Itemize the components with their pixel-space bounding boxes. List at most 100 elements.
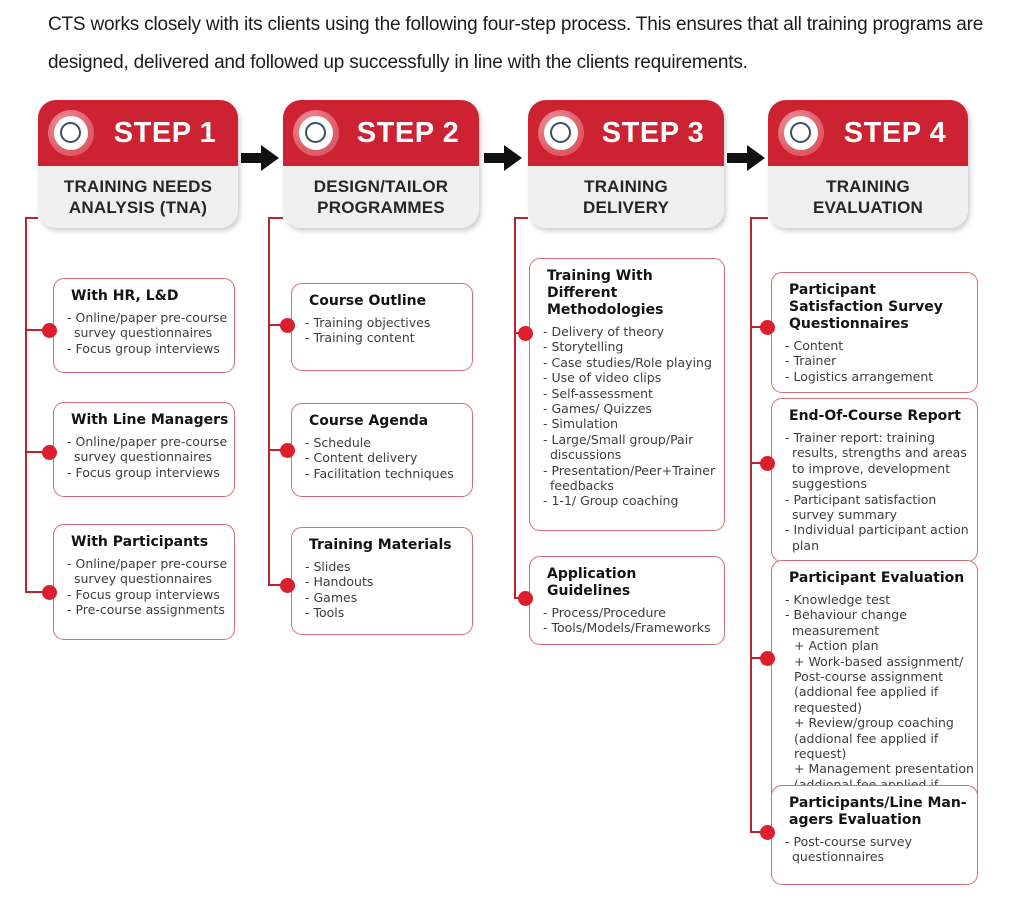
connector-branch: [268, 584, 287, 586]
step-header-red-band: STEP 3: [528, 100, 724, 166]
target-circle-icon-ring: [790, 122, 811, 143]
info-box-item: - Facilitation techniques: [305, 465, 454, 481]
connector-branch: [750, 326, 767, 328]
connector-dot: [280, 318, 295, 333]
step-label: STEP 3: [601, 116, 705, 149]
info-box-item: - Handouts: [305, 574, 374, 590]
connector-dot: [42, 445, 57, 460]
connector-branch: [25, 329, 49, 331]
connector-line: [514, 217, 516, 599]
connector-branch: [268, 324, 287, 326]
info-box-title: Application Guidelines: [547, 566, 637, 599]
info-box: Application Guidelines- Process/Procedur…: [529, 556, 725, 645]
connector-branch: [750, 657, 767, 659]
info-box-item: - Trainer: [785, 353, 837, 369]
connector-dot: [518, 591, 533, 606]
flow-arrow-icon: [241, 145, 281, 171]
info-box-item: - Content delivery: [305, 450, 418, 466]
flow-arrow-icon: [484, 145, 524, 171]
step-header-red-band: STEP 1: [38, 100, 238, 166]
info-box-item: - Large/Small group/Pair discussions: [543, 431, 694, 463]
connector-dot: [760, 825, 775, 840]
connector-dot: [760, 651, 775, 666]
info-box-item: - Pre-course assignments: [67, 602, 225, 618]
info-box-item: - Presentation/Peer+Trainer feedbacks: [543, 462, 716, 494]
step-title: TRAINING DELIVERY: [528, 166, 724, 228]
info-box-item: - Tools: [305, 605, 345, 621]
info-box-item: - Online/paper pre-course survey questio…: [67, 310, 228, 341]
flow-arrow-head: [261, 145, 279, 171]
info-box: End-Of-Course Report - Trainer report: tr…: [771, 398, 978, 563]
connector-branch: [750, 462, 767, 464]
info-box-item: - Focus group interviews: [67, 340, 220, 356]
connector-branch: [25, 451, 49, 453]
info-box: Participant Evaluation- Knowledge test- …: [771, 560, 978, 817]
info-box: Participant Satisfaction Survey Question…: [771, 272, 978, 394]
connector-line: [25, 217, 27, 593]
flow-arrow-stem: [484, 153, 504, 163]
info-box-title: Course Outline: [309, 293, 427, 309]
connector-dot: [760, 456, 775, 471]
info-box-item: - Training objectives: [305, 315, 431, 330]
info-box-title: Participants/Line Man-agers Evaluation: [789, 795, 967, 828]
info-box: With Line Managers - Online/paper pre-cou…: [53, 402, 235, 497]
info-box-item: + Work-based assignment/ Post-course ass…: [794, 653, 964, 715]
info-box-item: - Online/paper pre-course survey questio…: [67, 434, 228, 465]
info-box-title: With Participants: [71, 534, 209, 550]
info-box-title: End-Of-Course Report: [789, 408, 961, 424]
info-box-title: With Line Managers: [71, 412, 229, 428]
connector-line: [268, 217, 270, 586]
info-box-item: - Behaviour change measurement: [785, 607, 907, 638]
connector-dot: [280, 578, 295, 593]
target-circle-icon-ring: [550, 122, 571, 143]
info-box-item: - Participant satisfaction survey summar…: [785, 491, 937, 523]
info-box-item: - Content: [785, 338, 844, 353]
target-circle-icon: [538, 110, 584, 156]
info-box-title: With HR, L&D: [71, 288, 179, 304]
info-box-item: - Trainer report: training results, stre…: [785, 430, 967, 492]
connector-branch: [750, 831, 767, 833]
info-box: Participants/Line Man-agers Evaluation- …: [771, 785, 978, 885]
info-box-item: + Action plan: [794, 638, 879, 654]
step-header-red-band: STEP 4: [768, 100, 968, 166]
connector-dot: [760, 320, 775, 335]
info-box-item: - 1-1/ Group coaching: [543, 493, 679, 509]
target-circle-icon: [48, 110, 94, 156]
target-circle-icon-ring: [60, 122, 81, 143]
connector-dot: [280, 443, 295, 458]
flow-arrow-stem: [241, 153, 261, 163]
target-circle-icon-ring: [305, 122, 326, 143]
step-label: STEP 1: [113, 116, 217, 149]
info-box: Training With Different Methodologies- D…: [529, 258, 725, 531]
info-box-item: - Knowledge test: [785, 592, 891, 607]
connector-dot: [42, 585, 57, 600]
info-box: Training Materials- Slides- Handouts- Ga…: [291, 527, 473, 635]
info-box-item: - Tools/Models/Frameworks: [543, 620, 711, 636]
info-box-title: Training Materials: [309, 537, 452, 553]
info-box-item: - Use of video clips: [543, 370, 662, 386]
target-circle-icon: [293, 110, 339, 156]
info-box-item: - Self-assessment: [543, 385, 653, 401]
info-box-item: - Online/paper pre-course survey questio…: [67, 556, 228, 587]
step-header-3: STEP 3 TRAINING DELIVERY: [528, 100, 724, 228]
info-box-item: - Focus group interviews: [67, 464, 220, 480]
info-box-item: - Case studies/Role playing: [543, 354, 712, 370]
info-box-item: - Schedule: [305, 435, 371, 450]
info-box-item: - Games/ Quizzes: [543, 401, 652, 417]
info-box: With HR, L&D - Online/paper pre-course su…: [53, 278, 235, 373]
connector-branch: [268, 449, 287, 451]
step-title: DESIGN/TAILOR PROGRAMMES: [283, 166, 479, 228]
target-circle-icon-inner: [544, 116, 578, 150]
flow-arrow-head: [747, 145, 765, 171]
step-title: TRAINING EVALUATION: [768, 166, 968, 228]
info-box-item: - Logistics arrangement: [785, 368, 934, 384]
info-box: Course Agenda- Schedule- Content deliver…: [291, 403, 473, 497]
flow-arrow-stem: [727, 153, 747, 163]
step-title: TRAINING NEEDS ANALYSIS (TNA): [38, 166, 238, 228]
info-box-item: - Individual participant action plan: [785, 522, 969, 553]
info-box-item: - Games: [305, 589, 358, 605]
target-circle-icon-inner: [784, 116, 818, 150]
target-circle-icon-inner: [54, 116, 88, 150]
